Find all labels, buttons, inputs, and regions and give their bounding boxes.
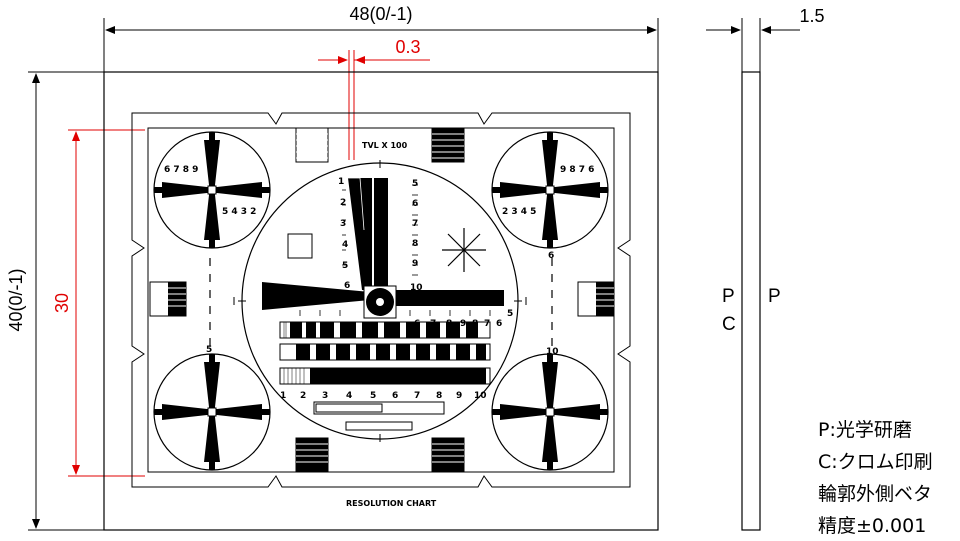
side-view: 1.5 P C P: [706, 6, 825, 531]
bottom-scale-5: 5: [370, 391, 376, 401]
legend: P:光学研磨 C:クロム印刷 輪郭外側ベタ 精度±0.001: [818, 419, 933, 537]
corner-target-br: [491, 353, 609, 471]
inner-height-label: 30: [52, 293, 72, 313]
width-dimension: 48(0/-1): [103, 4, 659, 72]
line-width-label: 0.3: [395, 37, 420, 57]
resolution-chart-label: RESOLUTION CHART: [346, 499, 437, 508]
scale-tr-2: 6: [412, 199, 418, 209]
scale-tl-2: 2: [340, 198, 346, 208]
tvl-label: TVL X 100: [362, 141, 408, 150]
tr-digits-2: 2 3 4 5: [502, 207, 536, 217]
scale-tl-3: 3: [340, 219, 346, 229]
scale-h-7: 6: [496, 319, 502, 329]
face-p-right: P: [768, 286, 781, 307]
height-dimension: 40(0/-1): [6, 71, 104, 531]
bottom-scale-6: 6: [392, 391, 398, 401]
tr-digits: 9 8 7 6: [560, 165, 594, 175]
scale-tr-4: 8: [412, 239, 418, 249]
corner-target-tl: [153, 131, 271, 249]
face-c-left: C: [722, 314, 736, 335]
line-width-dimension: 0.3: [318, 37, 430, 160]
scale-tr-6: 10: [410, 283, 423, 293]
legend-line-3: 輪郭外側ベタ: [818, 483, 932, 505]
scale-h-4: 9: [460, 319, 466, 329]
scale-tl-4: 4: [342, 240, 348, 250]
bottom-scale-2: 2: [300, 391, 306, 401]
bottom-scale-1: 1: [280, 391, 286, 401]
legend-line-4: 精度±0.001: [818, 515, 926, 537]
legend-line-1: P:光学研磨: [818, 419, 912, 441]
width-label: 48(0/-1): [349, 4, 412, 24]
inner-height-dimension: 30: [52, 129, 145, 477]
tl-digits-2: 5 4 3 2: [222, 207, 256, 217]
resolution-bars: 1 2 3 4 5 6 7 8 9 10: [279, 321, 491, 431]
scale-h-8: 5: [507, 309, 513, 319]
bottom-scale-10: 10: [474, 391, 487, 401]
side-label-5: 5: [206, 345, 212, 355]
face-p-left: P: [722, 286, 735, 307]
corner-target-bl: [153, 353, 271, 471]
scale-h-6: 7: [484, 319, 490, 329]
thickness-label: 1.5: [799, 6, 824, 26]
bottom-scale-3: 3: [322, 391, 328, 401]
bottom-scale-9: 9: [456, 391, 462, 401]
side-label-6: 6: [548, 251, 554, 261]
bottom-scale-8: 8: [436, 391, 442, 401]
tl-digits: 6 7 8 9: [164, 165, 198, 175]
scale-tl-1: 1: [338, 177, 344, 187]
side-label-10: 10: [546, 347, 559, 357]
corner-target-tr: [491, 131, 609, 249]
scale-tr-1: 5: [412, 179, 418, 189]
outer-plate: [103, 71, 659, 531]
plate-side: [741, 71, 761, 531]
scale-tl-6: 6: [344, 281, 350, 291]
height-label: 40(0/-1): [6, 268, 26, 331]
legend-line-2: C:クロム印刷: [818, 451, 933, 473]
bottom-scale-4: 4: [346, 391, 352, 401]
scale-tr-3: 7: [412, 219, 418, 229]
scale-tl-5: 5: [342, 261, 348, 271]
center-target: 1 2 3 4 5 6 5 6 7 8 9 10 6 7 8 9 8 7 6 5: [233, 160, 527, 442]
bottom-scale-7: 7: [414, 391, 420, 401]
scale-tr-5: 9: [412, 259, 418, 269]
